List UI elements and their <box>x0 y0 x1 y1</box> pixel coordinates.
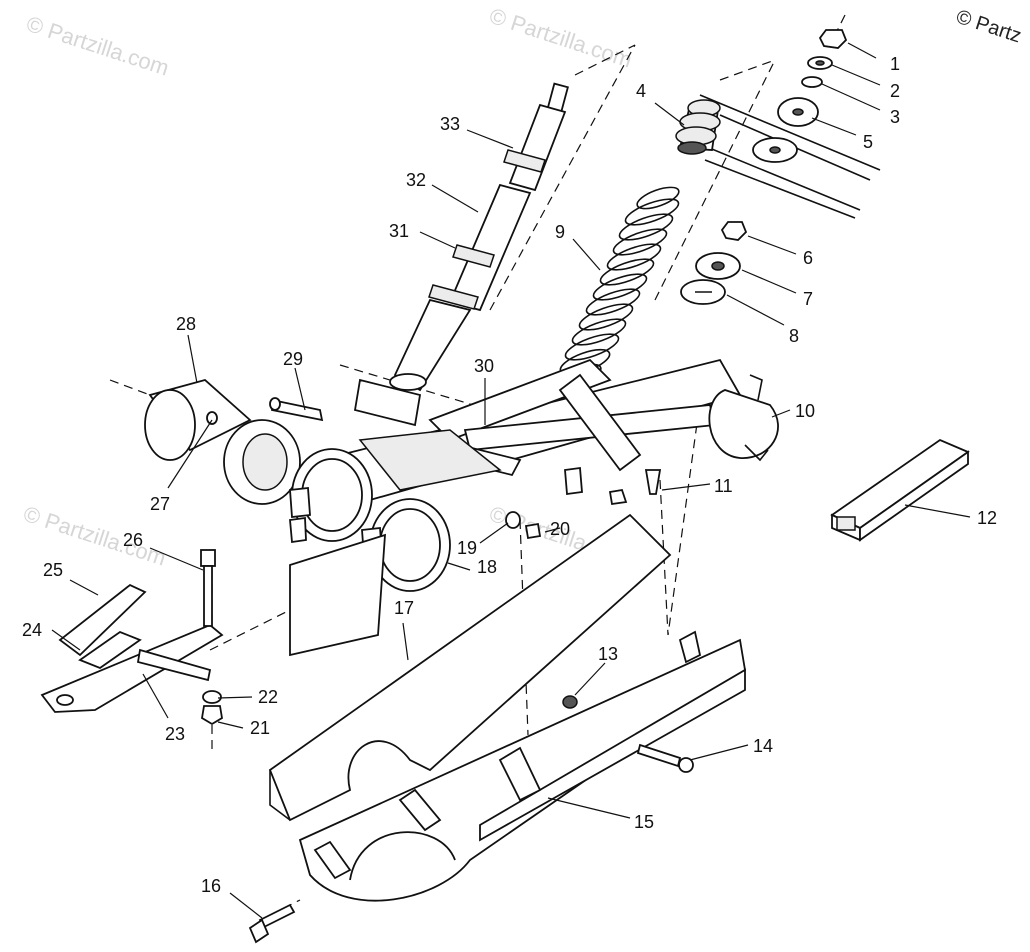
callout-31: 31 <box>389 221 409 241</box>
cross-tube <box>830 438 970 542</box>
callout-27: 27 <box>150 494 170 514</box>
swingarm-frame <box>269 358 779 540</box>
callout-32: 32 <box>406 170 426 190</box>
callout-21: 21 <box>250 718 270 738</box>
callout-19: 19 <box>457 538 477 558</box>
copyright-text: © Partz <box>953 6 1024 48</box>
callout-17: 17 <box>394 598 414 618</box>
callouts: 1 2 3 4 5 6 7 8 9 10 11 12 13 14 15 16 1… <box>22 54 997 896</box>
callout-12: 12 <box>977 508 997 528</box>
bracket-assembly <box>40 533 386 726</box>
callout-30: 30 <box>474 356 494 376</box>
callout-10: 10 <box>795 401 815 421</box>
callout-14: 14 <box>753 736 773 756</box>
chain-case <box>268 513 746 902</box>
callout-16: 16 <box>201 876 221 896</box>
callout-11: 11 <box>714 476 733 496</box>
callout-3: 3 <box>890 107 900 127</box>
watermark: © Partzilla.com <box>486 3 635 73</box>
callout-22: 22 <box>258 687 278 707</box>
shock-shaft <box>389 82 569 392</box>
coil-spring <box>558 186 680 387</box>
leader-lines <box>51 42 971 919</box>
callout-7: 7 <box>803 289 813 309</box>
watermark: © Partzilla.com <box>23 11 172 81</box>
callout-5: 5 <box>863 132 873 152</box>
callout-6: 6 <box>803 248 813 268</box>
callout-1: 1 <box>890 54 900 74</box>
callout-15: 15 <box>634 812 654 832</box>
top-mount-hardware <box>675 29 848 305</box>
callout-2: 2 <box>890 81 900 101</box>
callout-8: 8 <box>789 326 799 346</box>
callout-23: 23 <box>165 724 185 744</box>
small-hardware <box>248 695 694 944</box>
callout-4: 4 <box>636 81 646 101</box>
callout-28: 28 <box>176 314 196 334</box>
callout-33: 33 <box>440 114 460 134</box>
callout-20: 20 <box>550 519 570 539</box>
callout-18: 18 <box>477 557 497 577</box>
callout-26: 26 <box>123 530 143 550</box>
callout-9: 9 <box>555 222 565 242</box>
callout-24: 24 <box>22 620 42 640</box>
callout-29: 29 <box>283 349 303 369</box>
callout-13: 13 <box>598 644 618 664</box>
callout-25: 25 <box>43 560 63 580</box>
